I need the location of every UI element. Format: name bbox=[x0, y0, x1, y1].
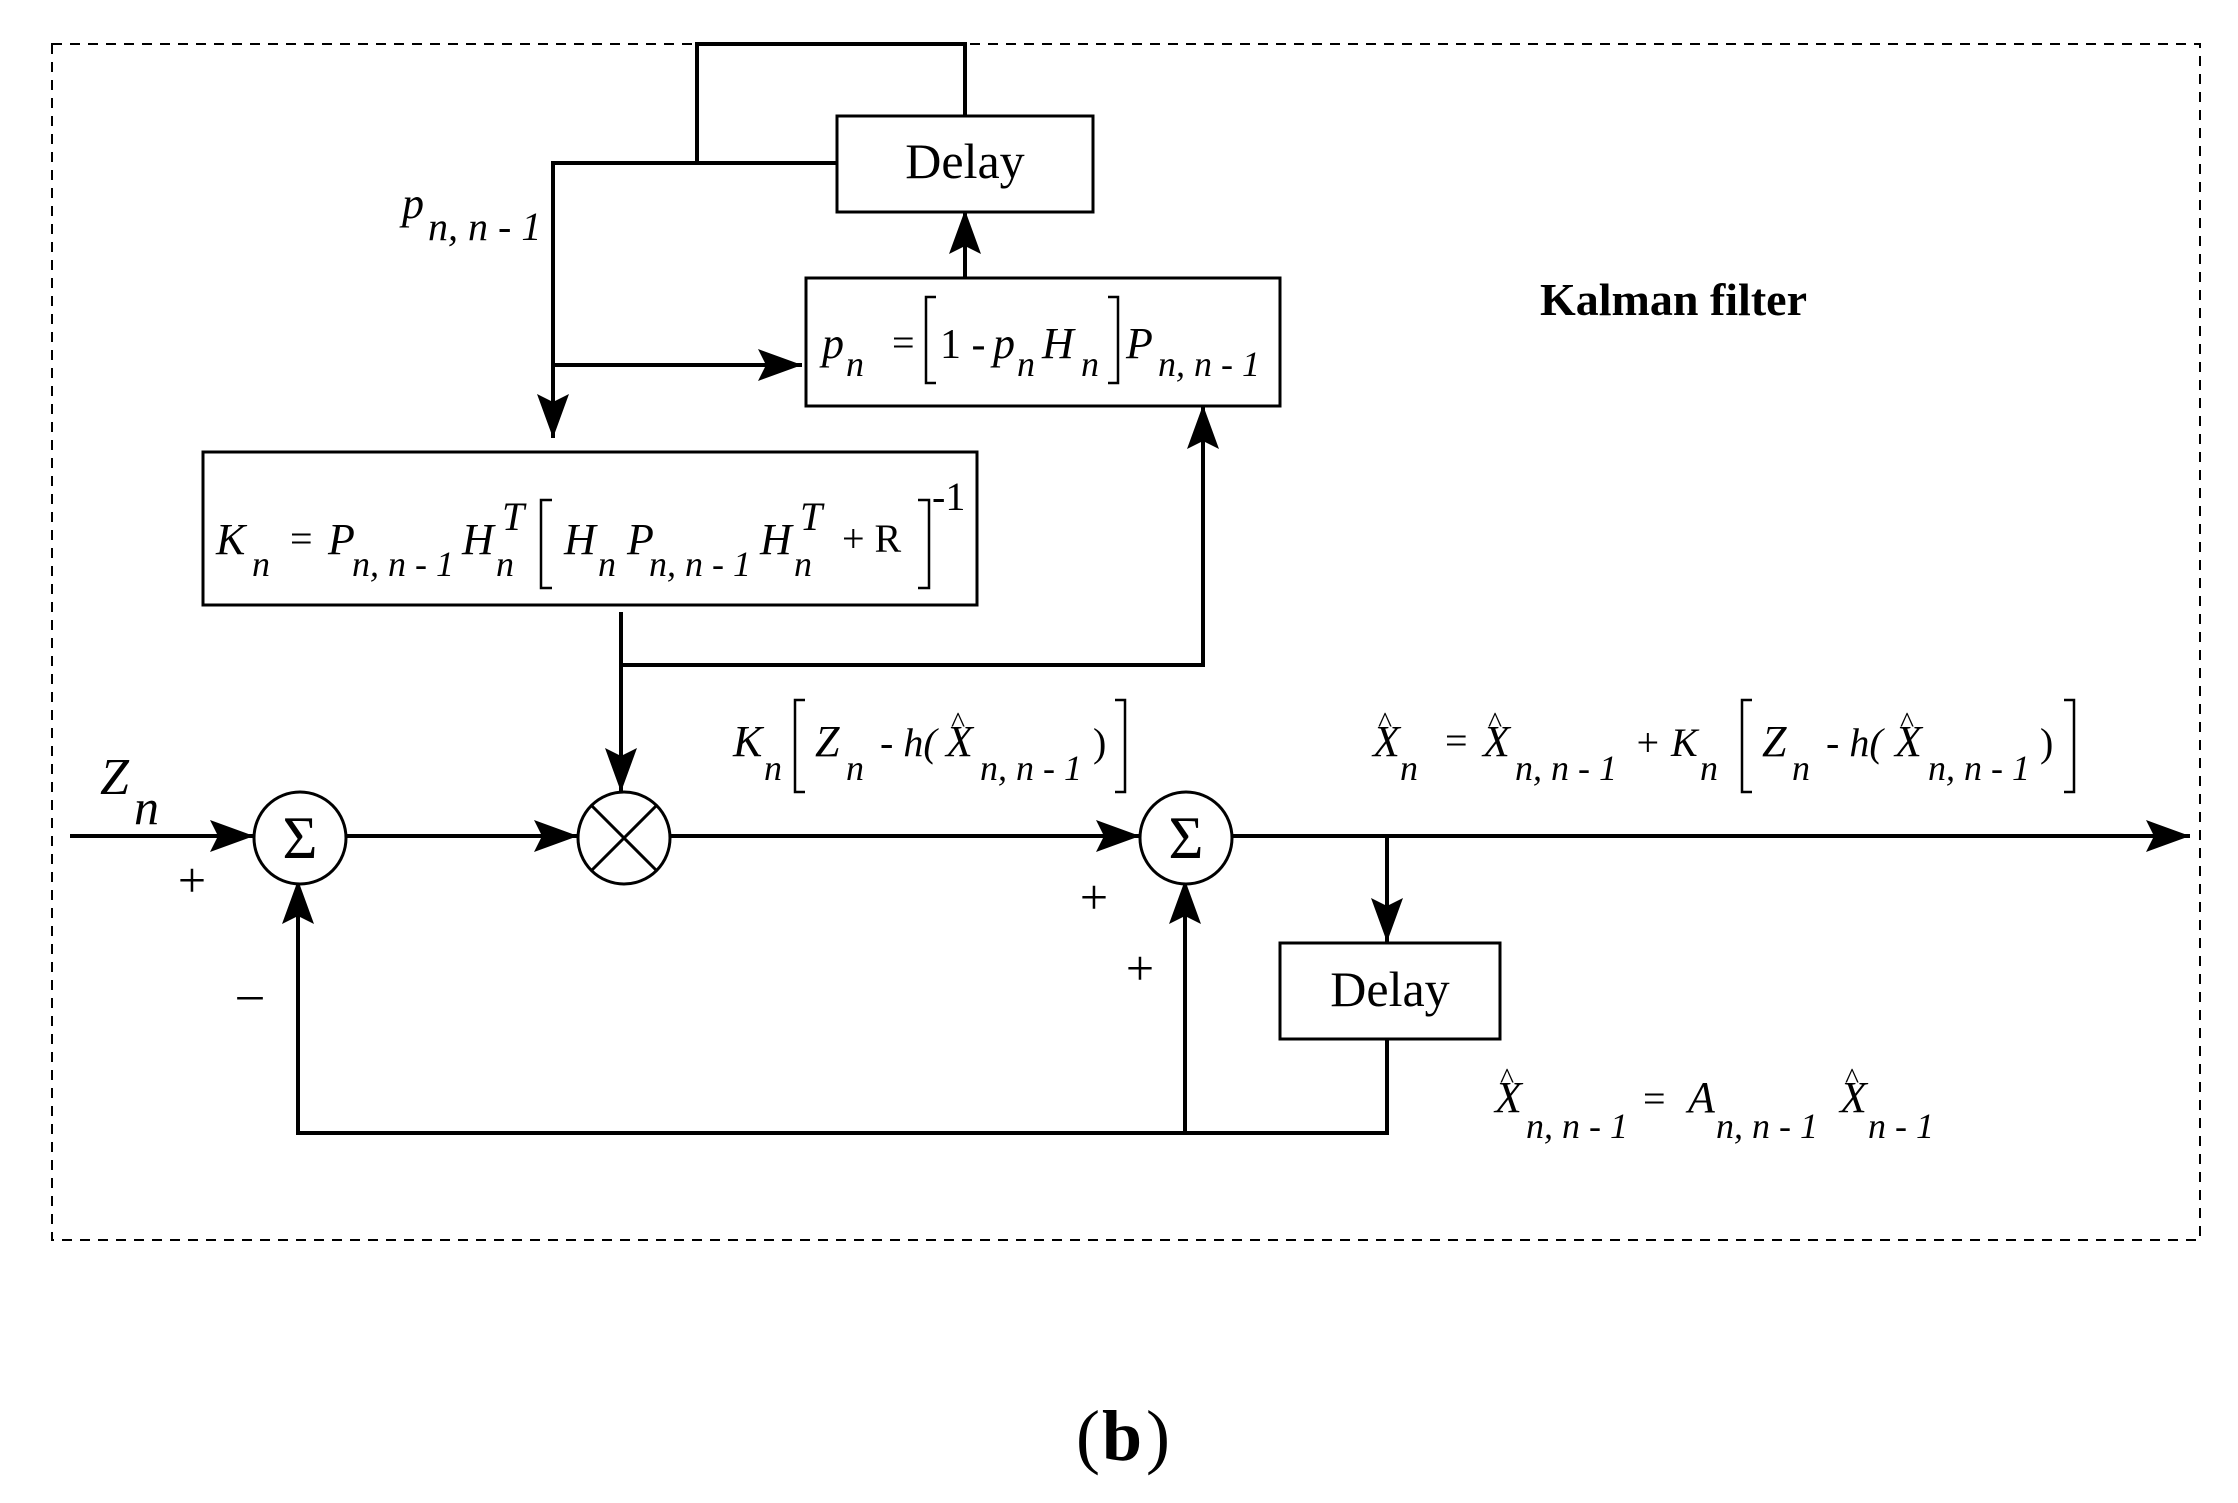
svg-text:K: K bbox=[215, 515, 248, 564]
label-input-z: Z n bbox=[100, 749, 159, 835]
svg-text:P: P bbox=[1125, 319, 1153, 368]
svg-text:- h(: - h( bbox=[880, 720, 939, 765]
svg-text:^: ^ bbox=[1900, 706, 1914, 739]
svg-text:n, n - 1: n, n - 1 bbox=[649, 544, 751, 584]
svg-text:K: K bbox=[732, 717, 765, 766]
svg-text:): ) bbox=[1146, 1396, 1170, 1476]
svg-text:n, n - 1: n, n - 1 bbox=[1158, 344, 1260, 384]
svg-text:^: ^ bbox=[1378, 706, 1392, 739]
svg-text:-1: -1 bbox=[932, 474, 965, 519]
svg-text:n, n - 1: n, n - 1 bbox=[1716, 1106, 1818, 1146]
svg-text:T: T bbox=[800, 494, 825, 539]
svg-text:n: n bbox=[1081, 344, 1099, 384]
delay-block-bottom: Delay bbox=[1278, 941, 1502, 1041]
svg-text:n, n - 1: n, n - 1 bbox=[1515, 748, 1617, 788]
svg-text:^: ^ bbox=[1500, 1062, 1514, 1095]
sign-plus-input: + bbox=[178, 852, 206, 908]
svg-text:n - 1: n - 1 bbox=[1868, 1106, 1934, 1146]
svg-text:=: = bbox=[290, 516, 313, 561]
delay-top-label: Delay bbox=[905, 133, 1024, 189]
svg-text:): ) bbox=[2040, 720, 2053, 765]
svg-text:p: p bbox=[819, 319, 844, 368]
svg-text:=: = bbox=[1445, 718, 1468, 763]
svg-text:1 -: 1 - bbox=[940, 322, 986, 368]
delay-bottom-label: Delay bbox=[1330, 961, 1449, 1017]
svg-text:^: ^ bbox=[1845, 1062, 1859, 1095]
signal-wires bbox=[70, 42, 2190, 1135]
svg-text:H: H bbox=[759, 515, 794, 564]
label-prediction: X ^ n, n - 1 = A n, n - 1 X ^ n - 1 bbox=[1493, 1062, 1934, 1146]
svg-text:X: X bbox=[1493, 1073, 1524, 1122]
svg-text:n: n bbox=[846, 344, 864, 384]
label-innovation: K n Z n - h( X ^ n, n - 1 ) bbox=[732, 698, 1127, 794]
sign-minus-feedback: – bbox=[237, 965, 264, 1021]
covariance-update-block: p n = 1 - p n H n P n, n - 1 bbox=[804, 276, 1282, 408]
svg-text:p: p bbox=[990, 319, 1015, 368]
covariance-update-equation: p n = 1 - p n H n P n, n - 1 bbox=[819, 295, 1260, 385]
svg-text:n: n bbox=[846, 748, 864, 788]
svg-text:^: ^ bbox=[951, 706, 965, 739]
svg-text:n: n bbox=[794, 544, 812, 584]
svg-text:n, n - 1: n, n - 1 bbox=[428, 204, 541, 249]
svg-text:=: = bbox=[1643, 1076, 1666, 1121]
svg-text:n: n bbox=[1792, 748, 1810, 788]
sign-plus-sum2-left: + bbox=[1080, 869, 1108, 925]
delay-block-top: Delay bbox=[835, 114, 1095, 214]
svg-text:n: n bbox=[496, 544, 514, 584]
figure-caption: ( b ) bbox=[1076, 1396, 1170, 1476]
svg-text:Z: Z bbox=[100, 749, 130, 806]
svg-text:Z: Z bbox=[815, 717, 840, 766]
svg-text:+ K: + K bbox=[1634, 720, 1700, 765]
label-p-prior: p n, n - 1 bbox=[399, 179, 541, 249]
summing-junction-output: Σ bbox=[1138, 790, 1234, 886]
svg-text:A: A bbox=[1685, 1073, 1716, 1122]
svg-text:n: n bbox=[252, 544, 270, 584]
filter-frame bbox=[51, 43, 2201, 1241]
svg-text:n: n bbox=[764, 748, 782, 788]
svg-text:X: X bbox=[1893, 717, 1924, 766]
svg-text:X: X bbox=[1371, 717, 1402, 766]
label-state-update: X ^ n = X ^ n, n - 1 + K n Z n - h( X ^ … bbox=[1371, 698, 2076, 794]
svg-text:P: P bbox=[327, 515, 355, 564]
svg-text:n, n - 1: n, n - 1 bbox=[1928, 748, 2030, 788]
kalman-gain-equation: K n = P n, n - 1 H n T H n P n, n - 1 H … bbox=[215, 474, 965, 590]
svg-text:X: X bbox=[1481, 717, 1512, 766]
svg-text:T: T bbox=[502, 494, 527, 539]
svg-text:=: = bbox=[892, 320, 915, 365]
svg-text:n, n - 1: n, n - 1 bbox=[980, 748, 1082, 788]
svg-text:p: p bbox=[399, 179, 424, 228]
svg-text:n, n - 1: n, n - 1 bbox=[352, 544, 454, 584]
summing-junction-input: Σ bbox=[252, 790, 348, 886]
svg-text:b: b bbox=[1102, 1396, 1142, 1476]
kalman-gain-block: K n = P n, n - 1 H n T H n P n, n - 1 H … bbox=[201, 450, 979, 607]
svg-text:n: n bbox=[1017, 344, 1035, 384]
svg-text:n: n bbox=[598, 544, 616, 584]
svg-text:^: ^ bbox=[1488, 706, 1502, 739]
svg-text:): ) bbox=[1093, 720, 1106, 765]
svg-text:n, n - 1: n, n - 1 bbox=[1526, 1106, 1628, 1146]
svg-text:H: H bbox=[563, 515, 598, 564]
diagram-title: Kalman filter bbox=[1540, 274, 1807, 325]
svg-text:- h(: - h( bbox=[1826, 720, 1885, 765]
svg-text:n: n bbox=[134, 779, 159, 835]
svg-text:X: X bbox=[944, 717, 975, 766]
svg-text:n: n bbox=[1400, 748, 1418, 788]
svg-text:Z: Z bbox=[1762, 717, 1787, 766]
svg-text:H: H bbox=[461, 515, 496, 564]
svg-text:+ R: + R bbox=[842, 516, 902, 561]
svg-text:n: n bbox=[1700, 748, 1718, 788]
sign-plus-sum2-bottom: + bbox=[1126, 940, 1154, 996]
svg-text:H: H bbox=[1041, 319, 1076, 368]
svg-text:Σ: Σ bbox=[1169, 805, 1204, 871]
svg-text:X: X bbox=[1838, 1073, 1869, 1122]
svg-text:Σ: Σ bbox=[283, 805, 318, 871]
multiplier-junction bbox=[576, 790, 672, 886]
svg-text:P: P bbox=[626, 515, 654, 564]
svg-text:(: ( bbox=[1076, 1396, 1100, 1476]
